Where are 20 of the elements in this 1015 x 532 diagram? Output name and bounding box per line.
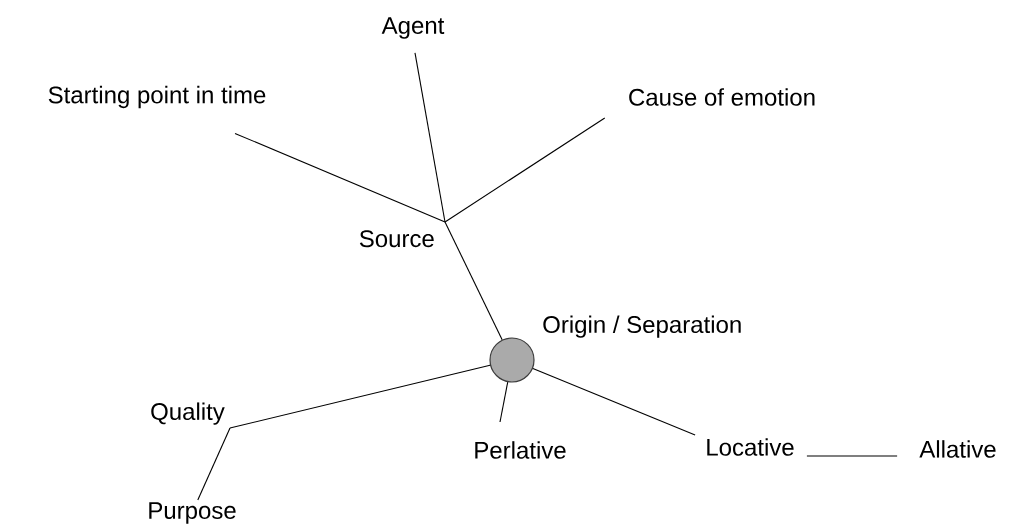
- connector-line: [229, 364, 491, 429]
- term-label: Quality: [151, 402, 225, 425]
- connector-line: [444, 221, 503, 341]
- connector-line: [499, 381, 509, 423]
- circle-node: [489, 337, 535, 383]
- connector-line: [197, 427, 231, 501]
- term-label: Purpose: [149, 502, 236, 524]
- connector-line: [806, 455, 898, 457]
- connector-line: [414, 52, 446, 223]
- connector-line: [444, 117, 606, 223]
- node-label: Origin / Separation: [543, 315, 741, 338]
- term-label: Perlative: [475, 441, 566, 459]
- term-label: Agent: [381, 17, 445, 39]
- term-label: Starting point in time: [48, 85, 266, 109]
- term-label: Cause of emotion: [629, 88, 815, 106]
- connector-line: [234, 132, 446, 223]
- term-label: Locative: [707, 438, 794, 456]
- connector-line: [532, 368, 696, 436]
- term-label: Source: [359, 230, 434, 248]
- term-label: Allative: [919, 440, 996, 458]
